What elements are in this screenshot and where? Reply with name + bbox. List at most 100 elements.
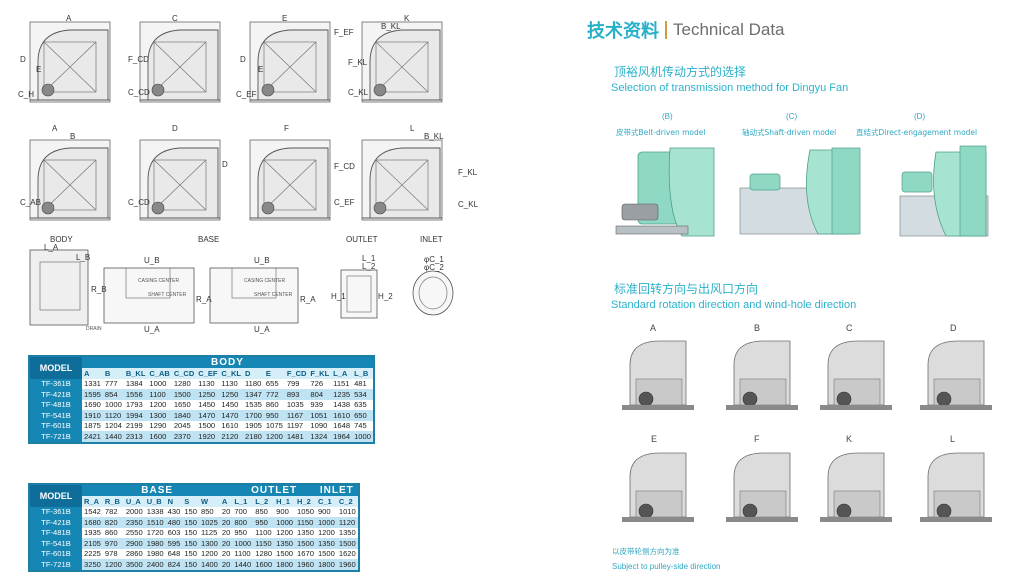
table-cell: 650 <box>352 410 373 421</box>
table-cell: 1960 <box>336 559 358 570</box>
table-cell: 824 <box>165 559 183 570</box>
table-cell: 1600 <box>253 559 275 570</box>
model-cell: TF-361B <box>30 378 82 389</box>
column-header: C_CD <box>171 368 197 379</box>
table-cell: 1440 <box>102 431 124 442</box>
table-cell: 20 <box>219 506 233 517</box>
table-cell: 1800 <box>274 559 296 570</box>
table-cell: 1167 <box>284 410 309 421</box>
sub-label: φC_1 <box>424 255 444 264</box>
title-divider <box>665 21 667 39</box>
sub-label: R_B <box>91 285 107 294</box>
part-title-inlet: INLET <box>420 235 443 244</box>
table-cell: 635 <box>352 399 373 410</box>
table-cell: 481 <box>352 378 373 389</box>
column-header: E <box>263 368 285 379</box>
table-cell: 1980 <box>144 538 166 549</box>
table-cell: 1500 <box>315 548 337 559</box>
table-cell: 1910 <box>82 410 103 421</box>
rotation-label-l: L <box>950 434 956 444</box>
body-group-header: BODY <box>82 357 373 368</box>
table-cell: 1300 <box>198 538 220 549</box>
table-cell: 1200 <box>102 559 124 570</box>
mode-label-b: 皮带式Belt-driven model <box>616 128 706 137</box>
table-cell: 1200 <box>315 527 337 538</box>
sub-label: C_EF <box>236 90 257 99</box>
table-cell: 1050 <box>295 506 316 517</box>
sub-label: E <box>258 65 264 74</box>
table-cell: 1204 <box>102 420 124 431</box>
rotation-label-e: E <box>651 434 658 444</box>
table-cell: 1450 <box>196 399 220 410</box>
table-cell: 20 <box>219 548 233 559</box>
table-cell: 150 <box>182 538 199 549</box>
sub-label: D <box>240 55 246 64</box>
table-cell: 1331 <box>82 378 103 389</box>
table-cell: 1500 <box>336 538 358 549</box>
rotation-note-cn: 以皮带轮侧方向为准 <box>612 547 680 556</box>
column-header: N <box>165 496 183 507</box>
page-header: 技术资料 Technical Data <box>587 17 785 43</box>
table-cell: 1510 <box>144 517 166 528</box>
table-cell: 1000 <box>352 431 373 442</box>
column-header: L_2 <box>253 496 275 507</box>
diagram-label-r2-2: F <box>284 124 289 133</box>
sub-label: B_KL <box>381 22 401 31</box>
sub-label: D <box>20 55 26 64</box>
table-cell: 20 <box>219 559 233 570</box>
table-cell: 1250 <box>219 389 244 400</box>
page-title-cn: 技术资料 <box>587 21 659 42</box>
model-cell: TF-361B <box>30 506 82 517</box>
dimension-drawings <box>29 21 454 326</box>
column-header: L_1 <box>232 496 254 507</box>
rotation-label-a: A <box>650 323 657 333</box>
sub-label: C_CD <box>128 88 150 97</box>
table-cell: 1600 <box>147 431 172 442</box>
diagram-label-r1-2: E <box>282 14 288 23</box>
table-cell: 1025 <box>198 517 220 528</box>
table-cell: 745 <box>352 420 373 431</box>
model-cell: TF-601B <box>30 548 82 559</box>
table-cell: 1051 <box>308 410 332 421</box>
table-cell: 1300 <box>147 410 172 421</box>
mode-label-d: 直结式Direct-engagement model <box>856 128 978 137</box>
table-cell: 799 <box>284 378 309 389</box>
table-cell: 1620 <box>336 548 358 559</box>
transmission-title-cn: 顶裕风机传动方式的选择 <box>614 65 747 79</box>
transmission-illustrations <box>615 145 989 237</box>
table-cell: 1075 <box>263 420 285 431</box>
column-header: U_A <box>123 496 145 507</box>
table-cell: 1150 <box>295 517 316 528</box>
table-cell: 1350 <box>295 527 316 538</box>
table-cell: 655 <box>263 378 285 389</box>
model-cell: TF-421B <box>30 389 82 400</box>
model-header: MODEL <box>30 485 82 507</box>
table-cell: 2000 <box>123 506 145 517</box>
model-cell: TF-721B <box>30 559 82 570</box>
table-cell: 1440 <box>232 559 254 570</box>
table-cell: 1500 <box>171 389 197 400</box>
table-cell: 2900 <box>123 538 145 549</box>
sub-label: U_B <box>144 256 160 265</box>
table-cell: 1090 <box>308 420 332 431</box>
table-cell: 1690 <box>82 399 103 410</box>
table-cell: 1610 <box>219 420 244 431</box>
sub-label: C_KL <box>458 200 479 209</box>
table-cell: 950 <box>263 410 285 421</box>
sub-label: F_CD <box>128 55 149 64</box>
diagram-label-r1-0: A <box>66 14 72 23</box>
mode-letter-b: (B) <box>662 112 673 121</box>
table-cell: 480 <box>165 517 183 528</box>
sub-label: L_1 <box>362 254 376 263</box>
table-cell: 1920 <box>196 431 220 442</box>
table-cell: 1200 <box>274 527 296 538</box>
diagram-label-r1-1: C <box>172 14 178 23</box>
table-cell: 1470 <box>196 410 220 421</box>
shaft-driven-fan <box>739 147 861 235</box>
table-cell: 2180 <box>243 431 264 442</box>
